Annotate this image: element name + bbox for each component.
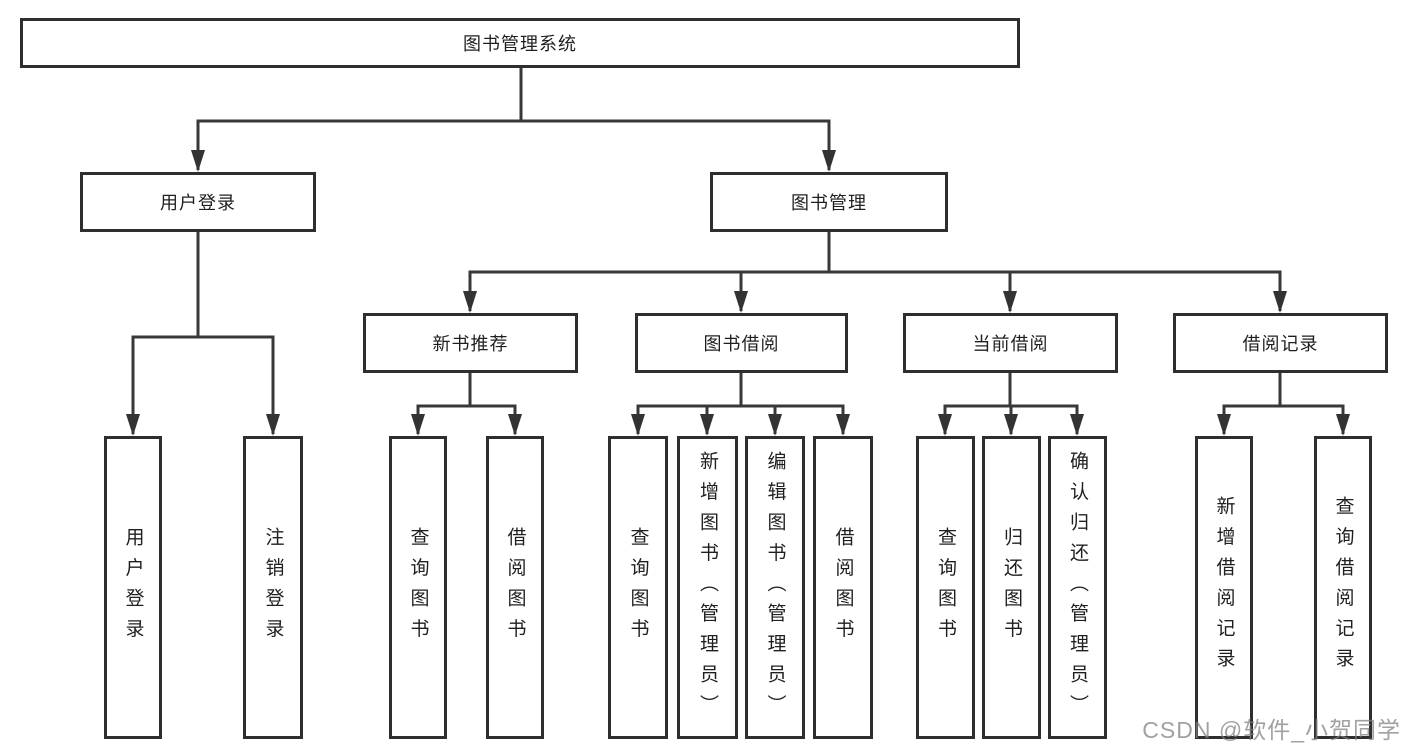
node-book-management-branch: 图书管理 [710,172,948,232]
leaf-user-login: 用户登录 [104,436,162,739]
leaf-current-query-books: 查询图书 [916,436,975,739]
leaf-borrowing-edit-books-admin: 编辑图书（管理员） [745,436,805,739]
leaf-current-return-books: 归还图书 [982,436,1041,739]
node-borrowing-records: 借阅记录 [1173,313,1388,373]
leaf-borrowing-query-books: 查询图书 [608,436,668,739]
node-new-book-recommendation: 新书推荐 [363,313,578,373]
leaf-recommend-borrow-books: 借阅图书 [486,436,544,739]
node-user-login-branch: 用户登录 [80,172,316,232]
leaf-current-confirm-return-admin: 确认归还（管理员） [1048,436,1107,739]
node-current-borrowing: 当前借阅 [903,313,1118,373]
leaf-recommend-query-books: 查询图书 [389,436,447,739]
node-root-library-system: 图书管理系统 [20,18,1020,68]
leaf-borrowing-add-books-admin: 新增图书（管理员） [677,436,738,739]
leaf-logout: 注销登录 [243,436,303,739]
leaf-records-add-record: 新增借阅记录 [1195,436,1253,739]
leaf-borrowing-borrow-books: 借阅图书 [813,436,873,739]
leaf-records-query-record: 查询借阅记录 [1314,436,1372,739]
node-book-borrowing: 图书借阅 [635,313,848,373]
